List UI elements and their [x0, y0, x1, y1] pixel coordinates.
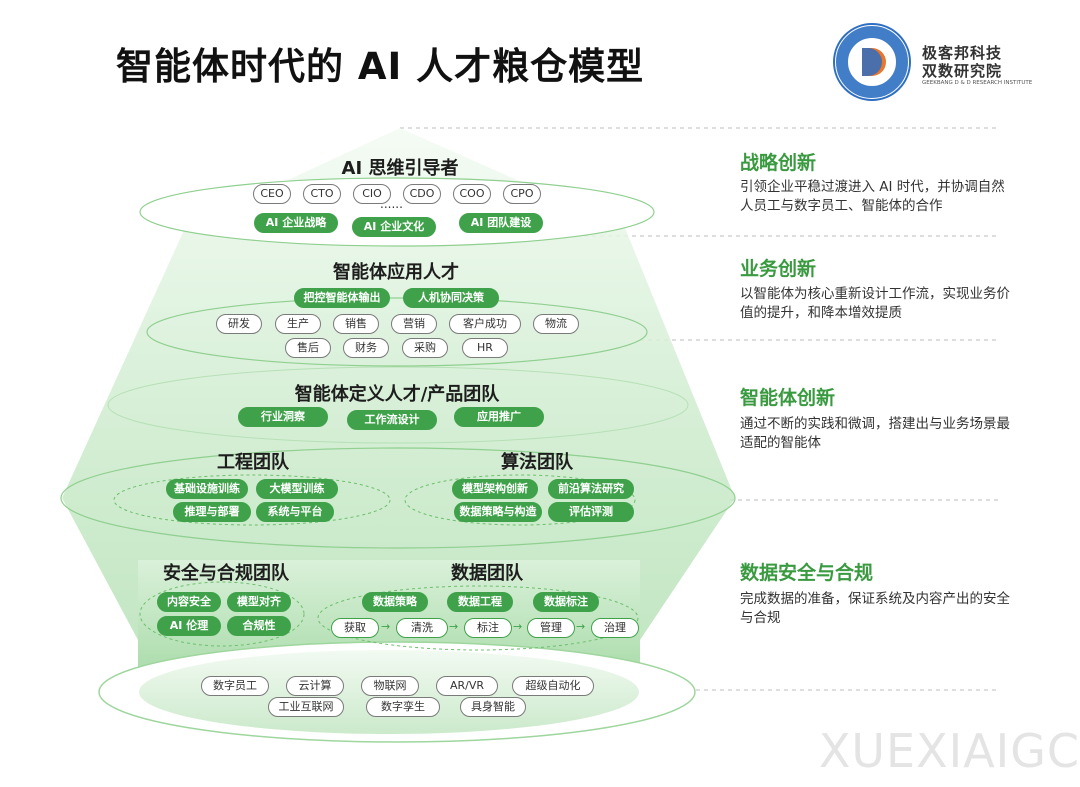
tag-control-output: 把控智能体输出 [294, 288, 390, 308]
func-finance: 财务 [343, 338, 389, 358]
flow-clean: 清洗 [396, 618, 448, 638]
logo-name-line1: 极客邦科技 [922, 44, 1003, 62]
tag-content-safety: 内容安全 [157, 592, 221, 612]
flow-arrow-icon: → [381, 620, 391, 633]
base-iot: 物联网 [361, 676, 419, 696]
tag-data-labeling: 数据标注 [533, 592, 599, 612]
func-rd: 研发 [216, 314, 262, 334]
tag-inference-deploy: 推理与部署 [173, 502, 251, 522]
func-production: 生产 [275, 314, 321, 334]
role-ceo: CEO [253, 184, 291, 204]
base-hyperautomation: 超级自动化 [512, 676, 594, 696]
algorithm-team-title: 算法团队 [501, 452, 573, 473]
institute-logo [833, 23, 911, 101]
func-procurement: 采购 [402, 338, 448, 358]
base-embodied: 具身智能 [460, 697, 526, 717]
tag-data-strategy: 数据策略 [362, 592, 428, 612]
panel-desc-strategy: 引领企业平稳过渡进入 AI 时代，并协调自然人员工与数字员工、智能体的合作 [740, 179, 1005, 214]
logo-name-line2: 双数研究院 [922, 62, 1003, 80]
base-industrial-internet: 工业互联网 [268, 697, 344, 717]
role-cio: CIO [353, 184, 391, 204]
func-sales: 销售 [333, 314, 379, 334]
page-title: 智能体时代的 AI 人才粮仓模型 [116, 45, 645, 88]
tag-evaluation: 评估评测 [548, 502, 634, 522]
panel-title-agent: 智能体创新 [740, 387, 836, 409]
tag-data-strategy-construct: 数据策略与构造 [454, 502, 542, 522]
flow-arrow-icon: → [449, 620, 459, 633]
tag-system-platform: 系统与平台 [256, 502, 334, 522]
flow-label: 标注 [464, 618, 512, 638]
tag-industry-insight: 行业洞察 [238, 407, 328, 427]
tag-infra-training: 基础设施训练 [166, 479, 248, 499]
base-cloud: 云计算 [286, 676, 344, 696]
role-cdo: CDO [403, 184, 441, 204]
tag-model-arch: 模型架构创新 [452, 479, 538, 499]
tag-ai-ethics: AI 伦理 [157, 616, 221, 636]
app-layer-title: 智能体应用人才 [333, 262, 459, 283]
role-coo: COO [453, 184, 491, 204]
panel-title-business: 业务创新 [740, 258, 817, 280]
func-logistics: 物流 [533, 314, 579, 334]
data-team-title: 数据团队 [451, 563, 523, 584]
role-cpo: CPO [503, 184, 541, 204]
tag-app-promotion: 应用推广 [454, 407, 544, 427]
func-after-sales: 售后 [285, 338, 331, 358]
tag-llm-training: 大模型训练 [256, 479, 338, 499]
func-marketing: 营销 [391, 314, 437, 334]
tag-ai-team: AI 团队建设 [459, 213, 543, 233]
tag-model-alignment: 模型对齐 [227, 592, 291, 612]
tag-ai-strategy: AI 企业战略 [254, 213, 338, 233]
panel-desc-data-security: 完成数据的准备，保证系统及内容产出的安全与合规 [740, 591, 1010, 626]
base-digital-twin: 数字孪生 [366, 697, 440, 717]
panel-title-data-security: 数据安全与合规 [740, 562, 874, 584]
panel-desc-business: 以智能体为核心重新设计工作流，实现业务价值的提升，和降本增效提质 [740, 286, 1010, 321]
tag-ai-culture: AI 企业文化 [352, 217, 436, 237]
func-hr: HR [462, 338, 508, 358]
roles-ellipsis: ...... [380, 197, 403, 211]
flow-acquire: 获取 [331, 618, 379, 638]
base-digital-employee: 数字员工 [201, 676, 269, 696]
define-layer-title: 智能体定义人才/产品团队 [294, 384, 500, 405]
engineering-team-title: 工程团队 [217, 452, 289, 473]
logo-subtitle: GEEKBANG D & D RESEARCH INSTITUTE [922, 80, 1033, 86]
flow-govern: 治理 [591, 618, 639, 638]
panel-desc-agent: 通过不断的实践和微调，搭建出与业务场景最适配的智能体 [740, 416, 1010, 451]
base-arvr: AR/VR [436, 676, 498, 696]
flow-manage: 管理 [527, 618, 575, 638]
func-customer-success: 客户成功 [449, 314, 521, 334]
top-layer-title: AI 思维引导者 [341, 158, 459, 179]
role-cto: CTO [303, 184, 341, 204]
flow-arrow-icon: → [513, 620, 523, 633]
tag-compliance: 合规性 [227, 616, 291, 636]
panel-title-strategy: 战略创新 [740, 152, 817, 174]
tag-frontier-algo: 前沿算法研究 [548, 479, 634, 499]
tag-human-ai: 人机协同决策 [403, 288, 499, 308]
tag-data-engineering: 数据工程 [447, 592, 513, 612]
tag-workflow-design: 工作流设计 [347, 410, 437, 430]
flow-arrow-icon: → [576, 620, 586, 633]
security-team-title: 安全与合规团队 [163, 563, 289, 584]
watermark: XUEXIAIGC [818, 724, 1080, 778]
